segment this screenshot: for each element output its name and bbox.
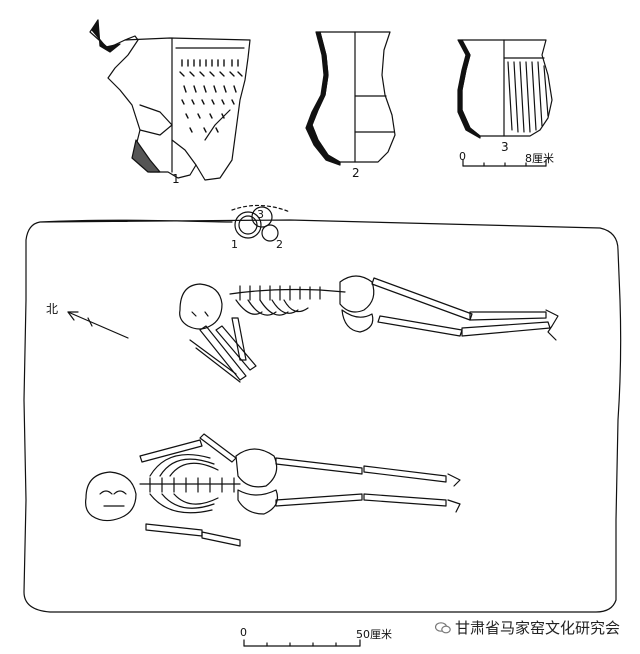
grave-pit-outline bbox=[23, 219, 622, 613]
vessel-scale-bar bbox=[462, 159, 547, 167]
vessel-2-drawing bbox=[305, 31, 396, 166]
vessel-scale-start: 0 bbox=[459, 150, 466, 163]
grave-vessels bbox=[231, 204, 291, 242]
north-label: 北 bbox=[46, 302, 59, 316]
grave-marker-1: 1 bbox=[231, 238, 238, 251]
vessel-1-drawing bbox=[89, 19, 251, 181]
grave-marker-2: 2 bbox=[276, 238, 283, 251]
grave-marker-3: 3 bbox=[257, 208, 264, 221]
grave-scale-end: 50厘米 bbox=[356, 628, 392, 641]
vessel-3-label: 3 bbox=[501, 140, 509, 154]
vessel-scale-end: 8厘米 bbox=[525, 152, 554, 165]
vessel-2-label: 2 bbox=[352, 166, 360, 180]
north-arrow bbox=[67, 311, 129, 339]
watermark-text: 甘肃省马家窑文化研究会 bbox=[454, 619, 620, 637]
vessel-1-label: 1 bbox=[172, 172, 180, 186]
watermark: 甘肃省马家窑文化研究会 bbox=[428, 615, 626, 640]
grave-scale-bar bbox=[243, 639, 361, 647]
upper-skeleton bbox=[179, 275, 559, 383]
vessel-3-drawing bbox=[457, 39, 553, 139]
wechat-icon bbox=[434, 622, 451, 634]
vessel-1-texture bbox=[179, 59, 243, 133]
grave-scale-start: 0 bbox=[240, 626, 247, 639]
lower-skeleton bbox=[85, 433, 461, 547]
